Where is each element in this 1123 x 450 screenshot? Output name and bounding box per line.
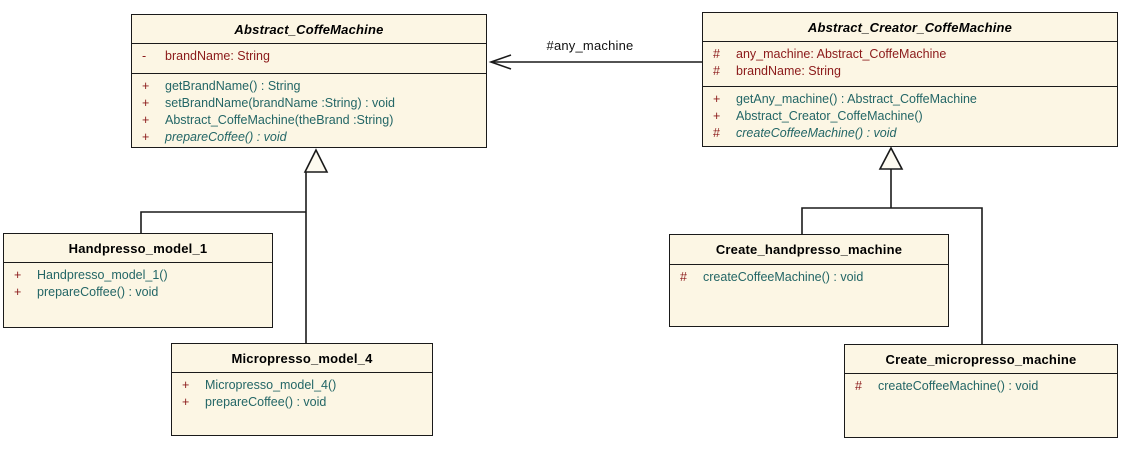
uml-class-create-micropresso-machine: Create_micropresso_machine # createCoffee… <box>844 344 1118 438</box>
class-title: Create_micropresso_machine <box>845 345 1117 374</box>
member-row: + getBrandName() : String <box>132 78 486 95</box>
member-row: # createCoffeeMachine() : void <box>670 269 948 286</box>
member-row: + Handpresso_model_1() <box>4 267 272 284</box>
methods-compartment: + Handpresso_model_1() + prepareCoffee() : … <box>4 263 272 301</box>
class-title: Handpresso_model_1 <box>4 234 272 263</box>
attributes-compartment: # any_machine: Abstract_CoffeMachine # bran… <box>703 42 1117 87</box>
member-row: + Abstract_Creator_CoffeMachine() <box>703 108 1117 125</box>
class-title: Abstract_Creator_CoffeMachine <box>703 13 1117 42</box>
member-row: + Micropresso_model_4() <box>172 377 432 394</box>
methods-compartment: # createCoffeeMachine() : void <box>845 374 1117 395</box>
member-text: Abstract_Creator_CoffeMachine() <box>736 109 923 123</box>
generalization-branches <box>801 207 983 344</box>
member-text: prepareCoffee() : void <box>37 285 159 299</box>
member-text: Handpresso_model_1() <box>37 268 168 282</box>
generalization-triangle-icon <box>878 146 904 170</box>
open-arrowhead-icon <box>488 54 512 70</box>
member-row: + setBrandName(brandName :String) : void <box>132 95 486 112</box>
member-row: # createCoffeeMachine() : void <box>703 125 1117 142</box>
visibility-marker: # <box>713 64 720 78</box>
member-row: + Abstract_CoffeMachine(theBrand :String) <box>132 112 486 129</box>
class-title: Create_handpresso_machine <box>670 235 948 265</box>
association-label: #any_machine <box>546 38 634 53</box>
visibility-marker: + <box>713 92 721 106</box>
uml-class-abstract-coffemachine: Abstract_CoffeMachine - brandName: String… <box>131 14 487 148</box>
generalization-triangle-icon <box>303 148 329 173</box>
member-row: + prepareCoffee() : void <box>172 394 432 411</box>
member-row: # createCoffeeMachine() : void <box>845 378 1117 395</box>
uml-class-abstract-creator-coffemachine: Abstract_Creator_CoffeMachine # any_machi… <box>702 12 1118 147</box>
class-title: Micropresso_model_4 <box>172 344 432 373</box>
visibility-marker: + <box>182 395 190 409</box>
class-title: Abstract_CoffeMachine <box>132 15 486 44</box>
visibility-marker: # <box>713 47 720 61</box>
member-text: brandName: String <box>736 64 841 78</box>
visibility-marker: + <box>142 96 150 110</box>
member-text: createCoffeeMachine() : void <box>736 126 897 140</box>
member-row: # brandName: String <box>703 63 1117 80</box>
member-text: getBrandName() : String <box>165 79 301 93</box>
member-row: + prepareCoffee() : void <box>4 284 272 301</box>
member-row: # any_machine: Abstract_CoffeMachine <box>703 46 1117 63</box>
member-row: + prepareCoffee() : void <box>132 129 486 146</box>
visibility-marker: + <box>142 79 150 93</box>
visibility-marker: - <box>142 49 147 63</box>
member-text: getAny_machine() : Abstract_CoffeMachine <box>736 92 977 106</box>
methods-compartment: + getBrandName() : String + setBrandName(br… <box>132 74 486 146</box>
member-text: prepareCoffee() : void <box>165 130 287 144</box>
uml-class-micropresso-model-4: Micropresso_model_4 + Micropresso_model_4… <box>171 343 433 436</box>
methods-compartment: + getAny_machine() : Abstract_CoffeMachin… <box>703 87 1117 142</box>
member-text: prepareCoffee() : void <box>205 395 327 409</box>
visibility-marker: + <box>142 130 150 144</box>
member-text: any_machine: Abstract_CoffeMachine <box>736 47 947 61</box>
member-row: - brandName: String <box>132 48 486 65</box>
visibility-marker: + <box>713 109 721 123</box>
visibility-marker: # <box>680 270 687 284</box>
member-row: + getAny_machine() : Abstract_CoffeMachin… <box>703 91 1117 108</box>
member-text: createCoffeeMachine() : void <box>703 270 864 284</box>
uml-class-handpresso-model-1: Handpresso_model_1 + Handpresso_model_1()… <box>3 233 273 328</box>
visibility-marker: # <box>713 126 720 140</box>
visibility-marker: # <box>855 379 862 393</box>
visibility-marker: + <box>182 378 190 392</box>
visibility-marker: + <box>14 268 22 282</box>
uml-class-create-handpresso-machine: Create_handpresso_machine # createCoffeeM… <box>669 234 949 327</box>
methods-compartment: # createCoffeeMachine() : void <box>670 265 948 286</box>
member-text: Micropresso_model_4() <box>205 378 337 392</box>
member-text: setBrandName(brandName :String) : void <box>165 96 395 110</box>
visibility-marker: + <box>142 113 150 127</box>
member-text: brandName: String <box>165 49 270 63</box>
generalization-line-handpresso <box>140 211 306 233</box>
member-text: createCoffeeMachine() : void <box>878 379 1039 393</box>
attributes-compartment: - brandName: String <box>132 44 486 74</box>
member-text: Abstract_CoffeMachine(theBrand :String) <box>165 113 394 127</box>
visibility-marker: + <box>14 285 22 299</box>
methods-compartment: + Micropresso_model_4() + prepareCoffee() :… <box>172 373 432 411</box>
